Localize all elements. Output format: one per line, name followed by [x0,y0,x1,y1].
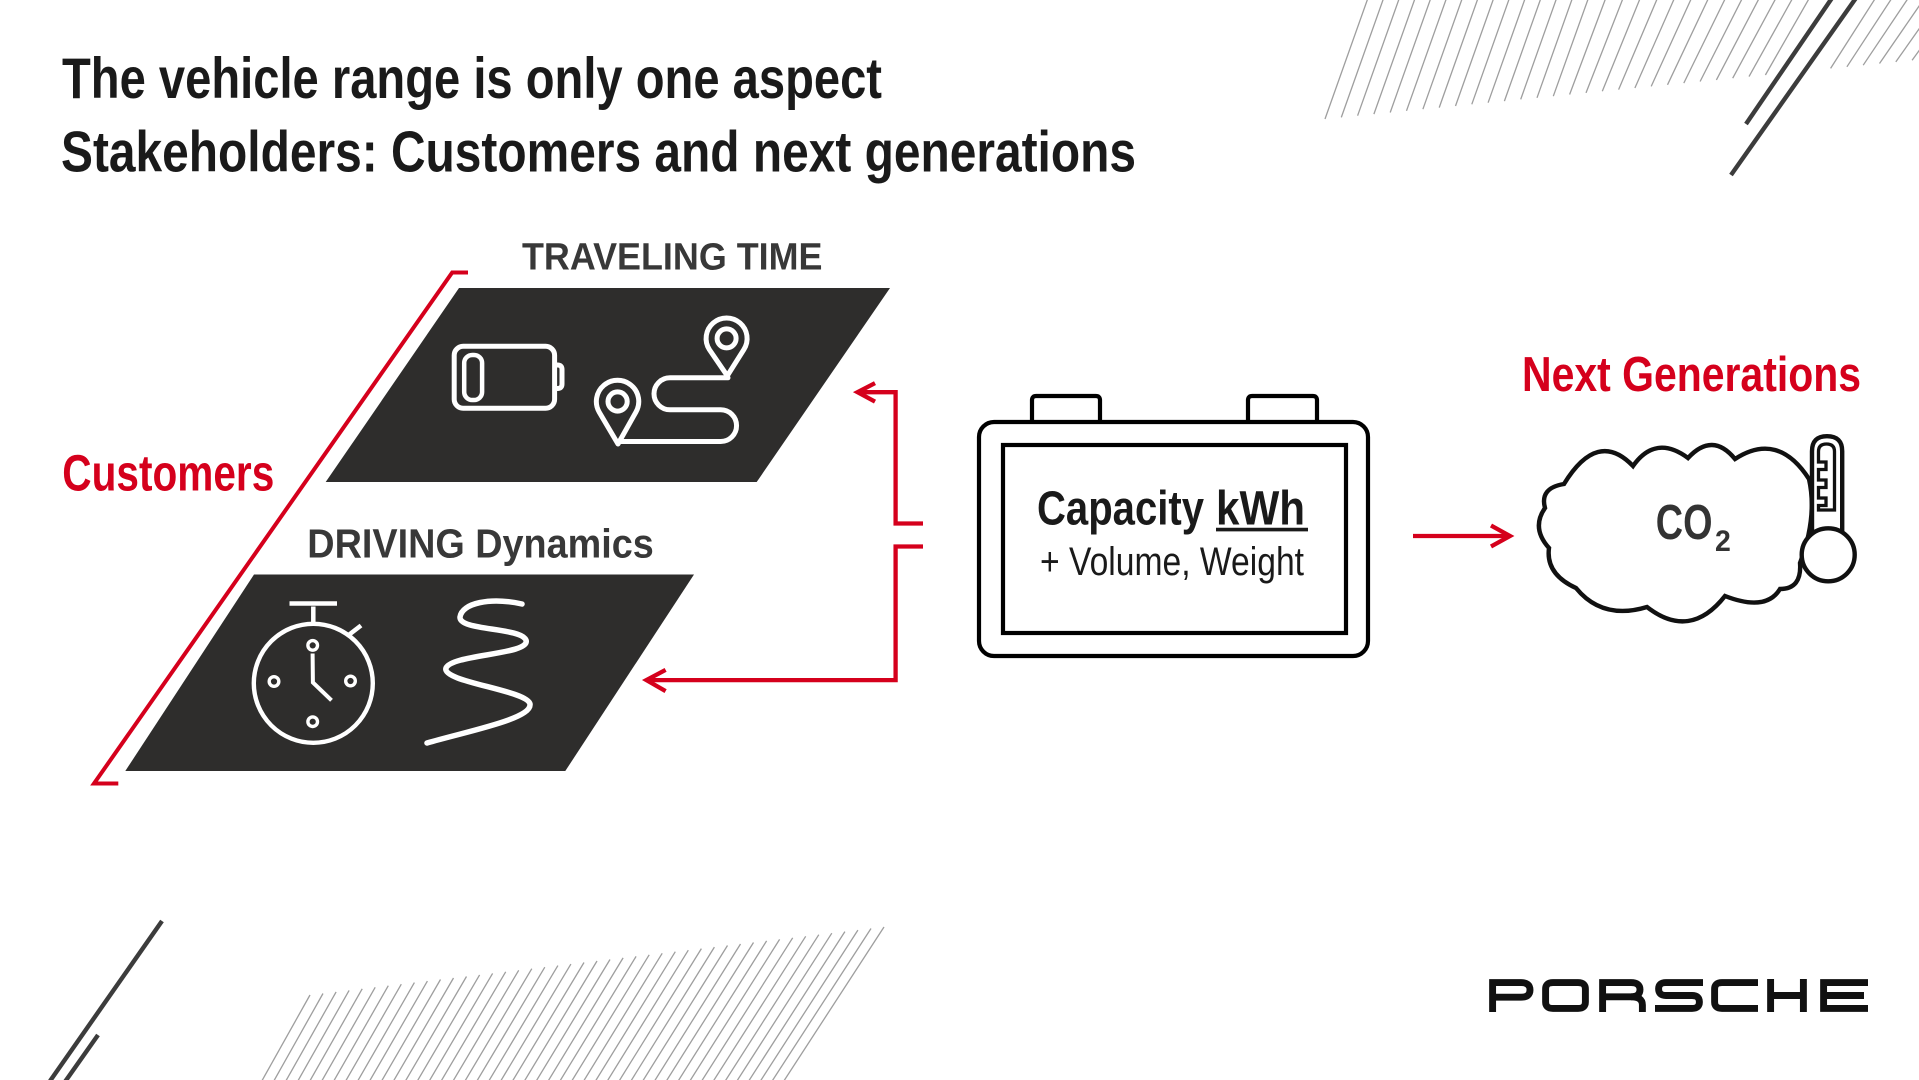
svg-text:Customers: Customers [62,445,274,502]
svg-text:DRIVING Dynamics: DRIVING Dynamics [307,521,654,567]
svg-text:The vehicle range is only one: The vehicle range is only one aspect [62,47,882,111]
svg-text:CO: CO [1656,496,1713,550]
svg-text:TRAVELING TIME: TRAVELING TIME [522,236,823,278]
svg-text:kWh: kWh [1216,483,1305,536]
svg-text:Stakeholders: Customers and ne: Stakeholders: Customers and next generat… [61,121,1136,185]
svg-text:Next Generations: Next Generations [1522,347,1861,402]
svg-text:Capacity: Capacity [1037,483,1204,536]
svg-text:2: 2 [1715,525,1731,558]
svg-text:+ Volume, Weight: + Volume, Weight [1040,540,1304,584]
